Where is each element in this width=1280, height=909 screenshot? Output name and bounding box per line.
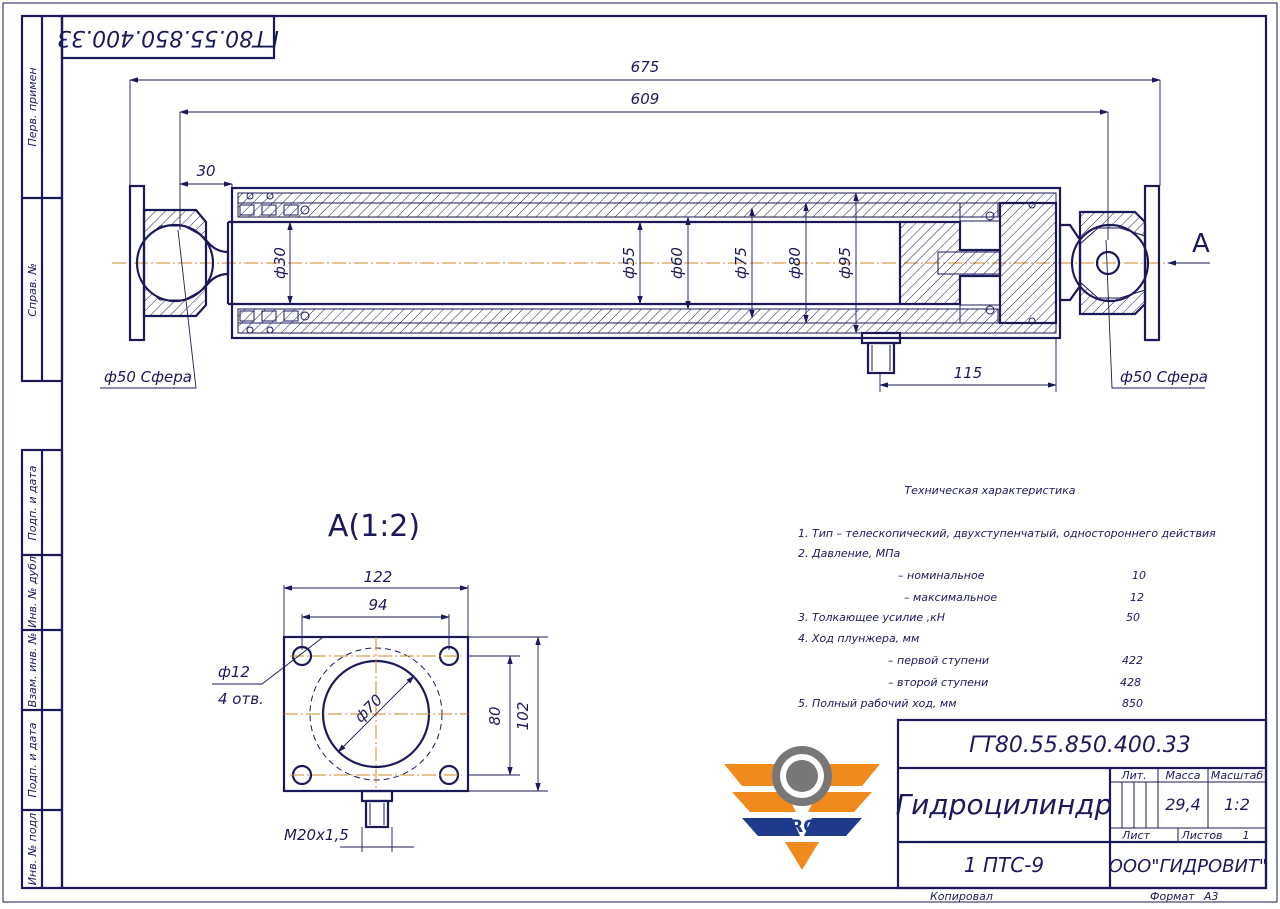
dim-94: 94 xyxy=(368,596,387,614)
dim-30: 30 xyxy=(196,162,215,180)
dim-80: 80 xyxy=(486,706,504,725)
tech-title: Техническая характеристика xyxy=(904,484,1075,497)
title-block xyxy=(896,718,1268,890)
dia-12: ф12 xyxy=(218,663,250,681)
dia-30: ф30 xyxy=(271,247,289,279)
tech-line-1: 1. Тип – телескопический, двухступенчаты… xyxy=(798,527,1216,540)
side-label-4: Инв. № дубл xyxy=(26,556,39,628)
dia-70: ф70 xyxy=(351,691,386,726)
tb-sheet-label: Лист xyxy=(1121,829,1150,842)
tb-sheets-label: Листов xyxy=(1180,829,1222,842)
tech-value-4: 12 xyxy=(1130,591,1144,604)
tb-mass: 29,4 xyxy=(1165,795,1201,814)
thread-label: М20х1,5 xyxy=(284,826,349,844)
tb-model: 1 ПТС-9 xyxy=(964,853,1044,877)
dia-80: ф80 xyxy=(786,247,804,279)
tb-code: ГТ80.55.850.400.33 xyxy=(969,733,1191,758)
tb-format-label: Формат xyxy=(1150,890,1195,903)
tech-line-8: – второй ступени xyxy=(888,676,988,689)
side-label-5: Взам. инв. № xyxy=(26,633,39,708)
dim-609: 609 xyxy=(631,90,660,108)
holes-count: 4 отв. xyxy=(218,690,264,708)
dia-60: ф60 xyxy=(668,247,686,279)
tb-mass-label: Масса xyxy=(1165,769,1200,782)
tech-value-5: 50 xyxy=(1126,611,1140,624)
side-label-6: Подп. и дата xyxy=(26,722,39,797)
tb-format: А3 xyxy=(1203,890,1219,903)
side-labels: Перв. примен Справ. № Подп. и дата Инв. … xyxy=(26,67,39,885)
tech-line-5: 3. Толкающее усилие ,кН xyxy=(798,611,945,624)
tech-line-6: 4. Ход плунжера, мм xyxy=(798,632,919,645)
side-label-1: Перв. примен xyxy=(26,67,39,146)
title-block-text: ГТ80.55.850.400.33 Гидроцилиндр 1 ПТС-9 … xyxy=(896,733,1268,903)
view-a-labels: А(1:2) 122 94 ф12 4 отв. ф70 80 102 М20х… xyxy=(218,509,532,844)
dim-115: 115 xyxy=(954,364,983,382)
tech-value-8: 428 xyxy=(1120,676,1141,689)
tech-value-7: 422 xyxy=(1122,654,1143,667)
dim-675: 675 xyxy=(631,58,660,76)
view-arrow-label: А xyxy=(1192,229,1210,259)
main-view-dimensions xyxy=(100,77,1210,392)
sphere-left-label: ф50 Сфера xyxy=(104,368,192,386)
dim-122: 122 xyxy=(364,568,393,586)
dim-102: 102 xyxy=(514,702,532,731)
dia-95: ф95 xyxy=(836,247,854,279)
side-label-7: Инв. № подл xyxy=(26,813,39,885)
main-view-dim-labels: 675 609 30 ф30 ф55 ф60 ф75 ф80 ф95 115 ф… xyxy=(104,58,1210,386)
tech-line-9: 5. Полный рабочий ход, мм xyxy=(798,697,957,710)
tb-sheets: 1 xyxy=(1243,829,1250,842)
tech-characteristics: Техническая характеристика 1. Тип – теле… xyxy=(798,484,1216,710)
stamp-code: ГТ80.55.850.400.33 xyxy=(57,25,279,50)
tech-line-2: 2. Давление, МПа xyxy=(798,547,900,560)
gidrovit-logo: GIDROVIT xyxy=(724,746,880,870)
tb-lit-label: Лит. xyxy=(1120,769,1146,782)
dia-75: ф75 xyxy=(732,247,750,279)
tech-value-3: 10 xyxy=(1132,569,1146,582)
view-a-title: А(1:2) xyxy=(328,509,420,544)
logo-text: GIDROVIT xyxy=(756,817,849,837)
view-a xyxy=(212,585,548,852)
tb-scale-label: Масштаб xyxy=(1211,769,1263,782)
sphere-right-label: ф50 Сфера xyxy=(1120,368,1208,386)
tech-line-3: – номинальное xyxy=(898,569,985,582)
dia-55: ф55 xyxy=(620,247,638,279)
tb-company: ООО"ГИДРОВИТ" xyxy=(1109,856,1267,877)
tech-line-4: – максимальное xyxy=(904,591,997,604)
side-label-3: Подп. и дата xyxy=(26,465,39,540)
side-label-2: Справ. № xyxy=(26,263,39,317)
tb-copied: Копировал xyxy=(930,890,993,903)
tb-scale: 1:2 xyxy=(1224,795,1250,814)
cylinder-main-view xyxy=(112,184,1165,375)
tech-value-9: 850 xyxy=(1122,697,1143,710)
tb-name: Гидроцилиндр xyxy=(896,788,1113,821)
tech-line-7: – первой ступени xyxy=(888,654,989,667)
